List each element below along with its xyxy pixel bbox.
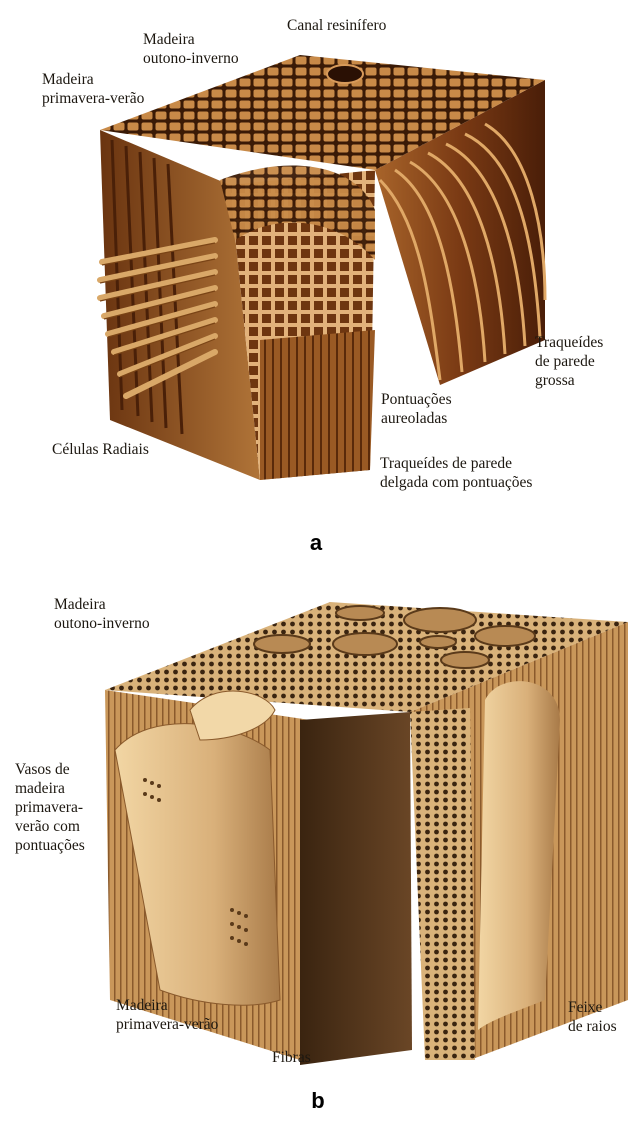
panel-letter-b: b [298,1088,338,1114]
label-madeira-outono-inverno-b: Madeira outono-inverno [54,595,150,633]
fibres-strip [410,708,475,1060]
figure-panel-b: Madeira outono-inverno Vasos de madeira … [0,580,631,1080]
label-canal-resinifero: Canal resinífero [287,16,386,35]
label-vasos-madeira: Vasos de madeira primavera- verão com po… [15,760,85,855]
label-madeira-primavera-verao-b: Madeira primavera-verão [116,996,218,1034]
label-traqueides-parede-delgada: Traqueídes de parede delgada com pontuaç… [380,454,532,492]
label-feixe-de-raios: Feixe de raios [568,998,617,1036]
label-fibras: Fibras [272,1048,311,1067]
figure-panel-a: Canal resinífero Madeira outono-inverno … [0,0,631,520]
label-traqueides-parede-grossa: Traqueídes de parede grossa [535,333,603,390]
dark-block-face [300,712,412,1065]
label-madeira-primavera-verao: Madeira primavera-verão [42,70,144,108]
lower-fibre-face [260,330,375,480]
panel-letter-a: a [296,530,336,556]
resin-canal [327,65,363,83]
hardwood-block-illustration [0,580,631,1080]
label-celulas-radiais: Células Radiais [52,440,149,459]
label-madeira-outono-inverno: Madeira outono-inverno [143,30,239,68]
label-pontuacoes-aureoladas: Pontuações aureoladas [381,390,452,428]
